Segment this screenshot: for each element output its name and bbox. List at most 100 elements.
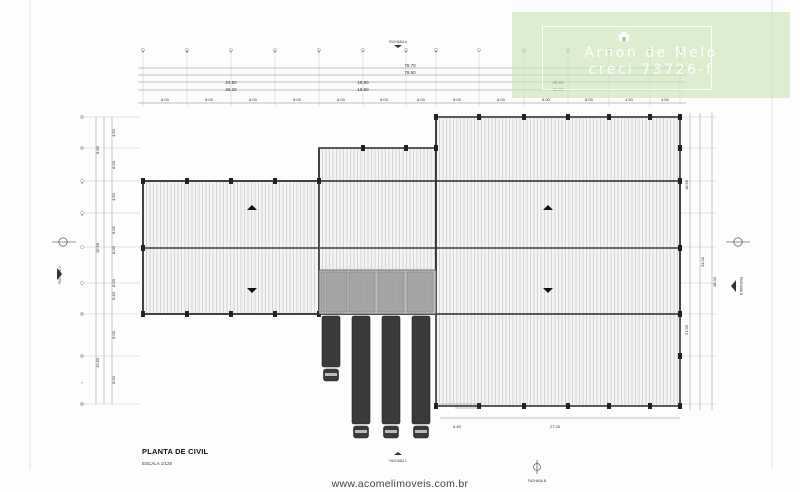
group-dimension: 18.50	[357, 80, 369, 85]
truck-windshield	[325, 373, 337, 376]
grid-column-marker	[477, 48, 481, 52]
realtor-watermark: Arnon de Melo creci 73726-f	[512, 12, 790, 98]
structural-column	[678, 311, 682, 317]
structural-column	[273, 178, 277, 184]
watermark-frame	[542, 26, 712, 90]
bay-dimension: 8.00	[380, 97, 389, 102]
grid-row-marker	[80, 115, 84, 119]
grid-row-marker	[80, 354, 84, 358]
bay-dimension: 4.50	[661, 97, 670, 102]
grid-column-marker	[141, 48, 145, 52]
slope-arrow-icon	[247, 288, 257, 293]
structural-column	[229, 311, 233, 317]
row-dimension: 4.50	[111, 192, 116, 201]
structural-column	[477, 114, 481, 120]
grid-column-label: E	[318, 50, 320, 54]
right-dimension: 21.90	[684, 324, 689, 335]
bottom-dimension: 27.25	[550, 424, 561, 429]
truck-1	[321, 315, 341, 368]
truck-3	[381, 315, 401, 425]
structural-column	[317, 178, 321, 184]
structural-column	[477, 403, 481, 409]
grid-row-label: 1	[81, 115, 83, 119]
truck-windshield	[385, 430, 397, 433]
bay-dimension: 8.00	[585, 97, 594, 102]
slope-arrow-icon	[543, 205, 553, 210]
watermark-agent-name: Arnon de Melo	[584, 45, 718, 61]
grid-column-label: A	[142, 50, 144, 54]
structural-column	[607, 403, 611, 409]
structural-column	[678, 403, 682, 409]
drawing-scale: ESCALA 1/125	[142, 461, 173, 466]
grid-row-label: 6	[81, 354, 83, 358]
grid-column-marker	[229, 48, 233, 52]
bay-dimension: 4.50	[625, 97, 634, 102]
row-dimension: 8.40	[111, 291, 116, 300]
structural-column	[566, 403, 570, 409]
right-dimension: 34.00	[700, 256, 705, 267]
structural-column	[404, 145, 408, 151]
slope-arrow-icon	[543, 288, 553, 293]
section-label: FACHADA A	[389, 40, 408, 44]
structural-column	[678, 145, 682, 151]
grid-row-label: 8	[81, 402, 83, 406]
outer-dimension: 12.80	[95, 357, 100, 368]
structural-column	[141, 178, 145, 184]
structural-column	[522, 114, 526, 120]
group-dimension: 18.50	[357, 87, 369, 92]
row-dimension: 4.50	[111, 128, 116, 137]
row-dimension: 8.00	[111, 245, 116, 254]
grid-row-label: 2	[81, 146, 83, 150]
drawing-title: PLANTA DE CIVIL	[142, 447, 209, 456]
grid-column-label: B	[186, 50, 188, 54]
structural-column	[141, 245, 145, 251]
structural-column	[648, 114, 652, 120]
section-arrow-icon	[731, 280, 736, 292]
structural-column	[678, 245, 682, 251]
grid-row-label: 5	[81, 312, 83, 316]
structural-column	[648, 403, 652, 409]
structural-column	[361, 145, 365, 151]
grid-row-marker	[80, 281, 84, 285]
row-dimension: 8.00	[111, 225, 116, 234]
dock-bay	[406, 271, 434, 313]
grid-column-marker	[361, 48, 365, 52]
grid-row-marker	[80, 211, 84, 215]
bay-dimension: 8.00	[293, 97, 302, 102]
grid-column-marker	[404, 48, 408, 52]
section-label: FACHADA C	[58, 265, 62, 284]
structural-column	[678, 178, 682, 184]
grid-column-marker	[317, 48, 321, 52]
grid-row-marker	[80, 146, 84, 150]
bay-dimension: 8.00	[542, 97, 551, 102]
watermark-creci: creci 73726-f	[588, 62, 714, 78]
overall-dimension: 78.70	[404, 63, 416, 68]
overall-dimension: 78.60	[404, 70, 416, 75]
section-label: FACHADA 1	[389, 459, 407, 463]
section-arrow-icon	[394, 452, 402, 455]
footer-website-url[interactable]: www.acomelimoveis.com.br	[331, 478, 469, 490]
grid-row-marker	[80, 245, 84, 249]
bay-dimension: 8.00	[497, 97, 506, 102]
structural-column	[229, 178, 233, 184]
dock-bay	[320, 271, 348, 313]
group-dimension: 24.50	[225, 80, 237, 85]
structural-column	[141, 311, 145, 317]
truck-2	[351, 315, 371, 425]
plan-static-geometry	[29, 0, 773, 474]
structural-column	[434, 114, 438, 120]
bay-dimension: 8.00	[249, 97, 258, 102]
grid-column-label: H	[435, 50, 437, 54]
grid-column-label: C	[230, 50, 232, 54]
structural-column	[273, 311, 277, 317]
row-dimension: 8.00	[111, 330, 116, 339]
structural-column	[607, 114, 611, 120]
warehouse-right-block	[435, 116, 681, 407]
bay-dimension: 8.00	[205, 97, 214, 102]
grid-column-label: I	[479, 50, 480, 54]
section-label: FACHADA B	[528, 479, 546, 483]
section-arrow-icon	[57, 268, 62, 280]
structural-column	[185, 311, 189, 317]
grid-row-marker	[80, 402, 84, 406]
